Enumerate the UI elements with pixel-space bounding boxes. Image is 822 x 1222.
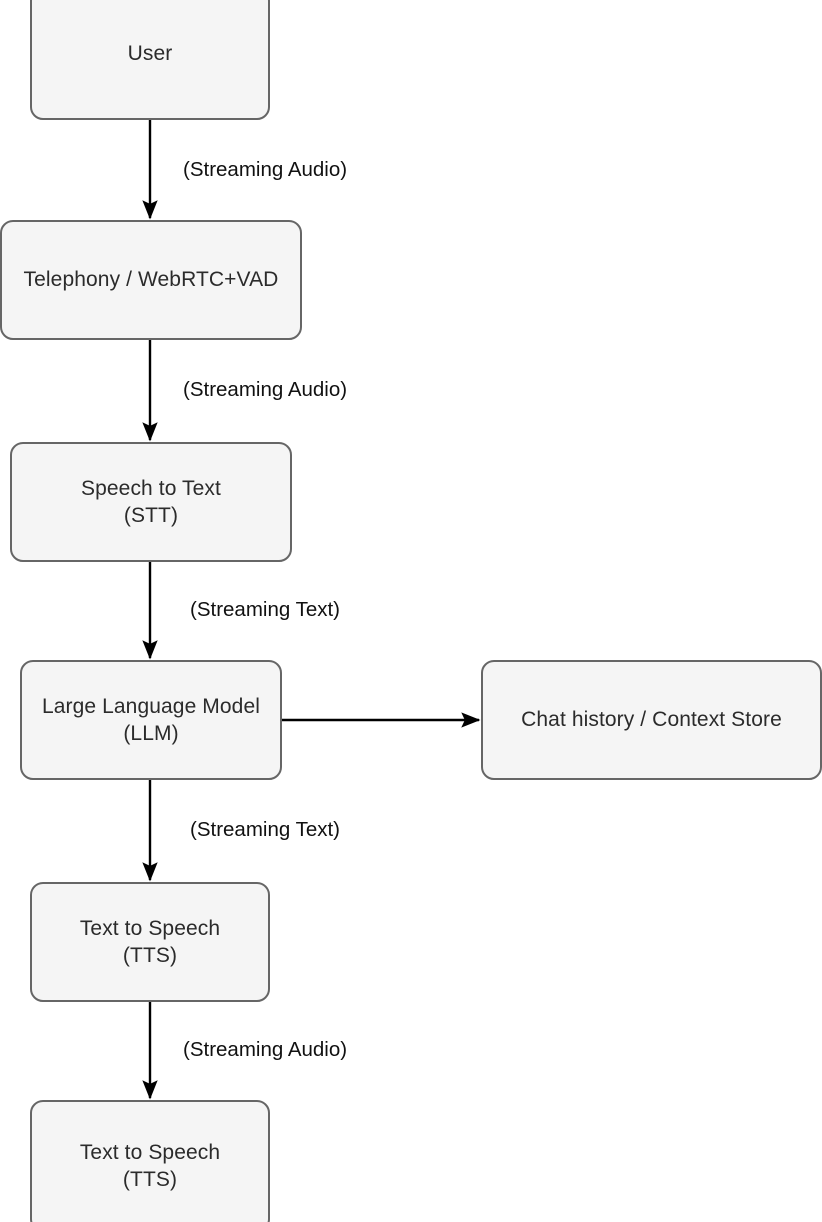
- edge-label-e1: (Streaming Audio): [183, 158, 348, 181]
- edge-label-e3: (Streaming Text): [190, 598, 341, 621]
- edge-label-e5: (Streaming Text): [190, 818, 341, 841]
- node-label-telephony: Telephony / WebRTC+VAD: [23, 268, 279, 292]
- node-label-user: User: [127, 42, 173, 66]
- node-stt[interactable]: Speech to Text (STT): [10, 442, 292, 562]
- node-chat[interactable]: Chat history / Context Store: [481, 660, 822, 780]
- node-tts2[interactable]: Text to Speech (TTS): [30, 1100, 270, 1222]
- node-user[interactable]: User: [30, 0, 270, 120]
- node-label-chat: Chat history / Context Store: [521, 708, 782, 732]
- node-tts1[interactable]: Text to Speech (TTS): [30, 882, 270, 1002]
- node-label-tts1: Text to Speech (TTS): [79, 916, 221, 967]
- edge-label-e2: (Streaming Audio): [183, 378, 348, 401]
- node-label-llm: Large Language Model (LLM): [41, 694, 260, 745]
- node-label-stt: Speech to Text (STT): [81, 476, 221, 527]
- node-llm[interactable]: Large Language Model (LLM): [20, 660, 282, 780]
- node-telephony[interactable]: Telephony / WebRTC+VAD: [0, 220, 302, 340]
- node-label-tts2: Text to Speech (TTS): [79, 1140, 221, 1191]
- edge-label-e6: (Streaming Audio): [183, 1038, 348, 1061]
